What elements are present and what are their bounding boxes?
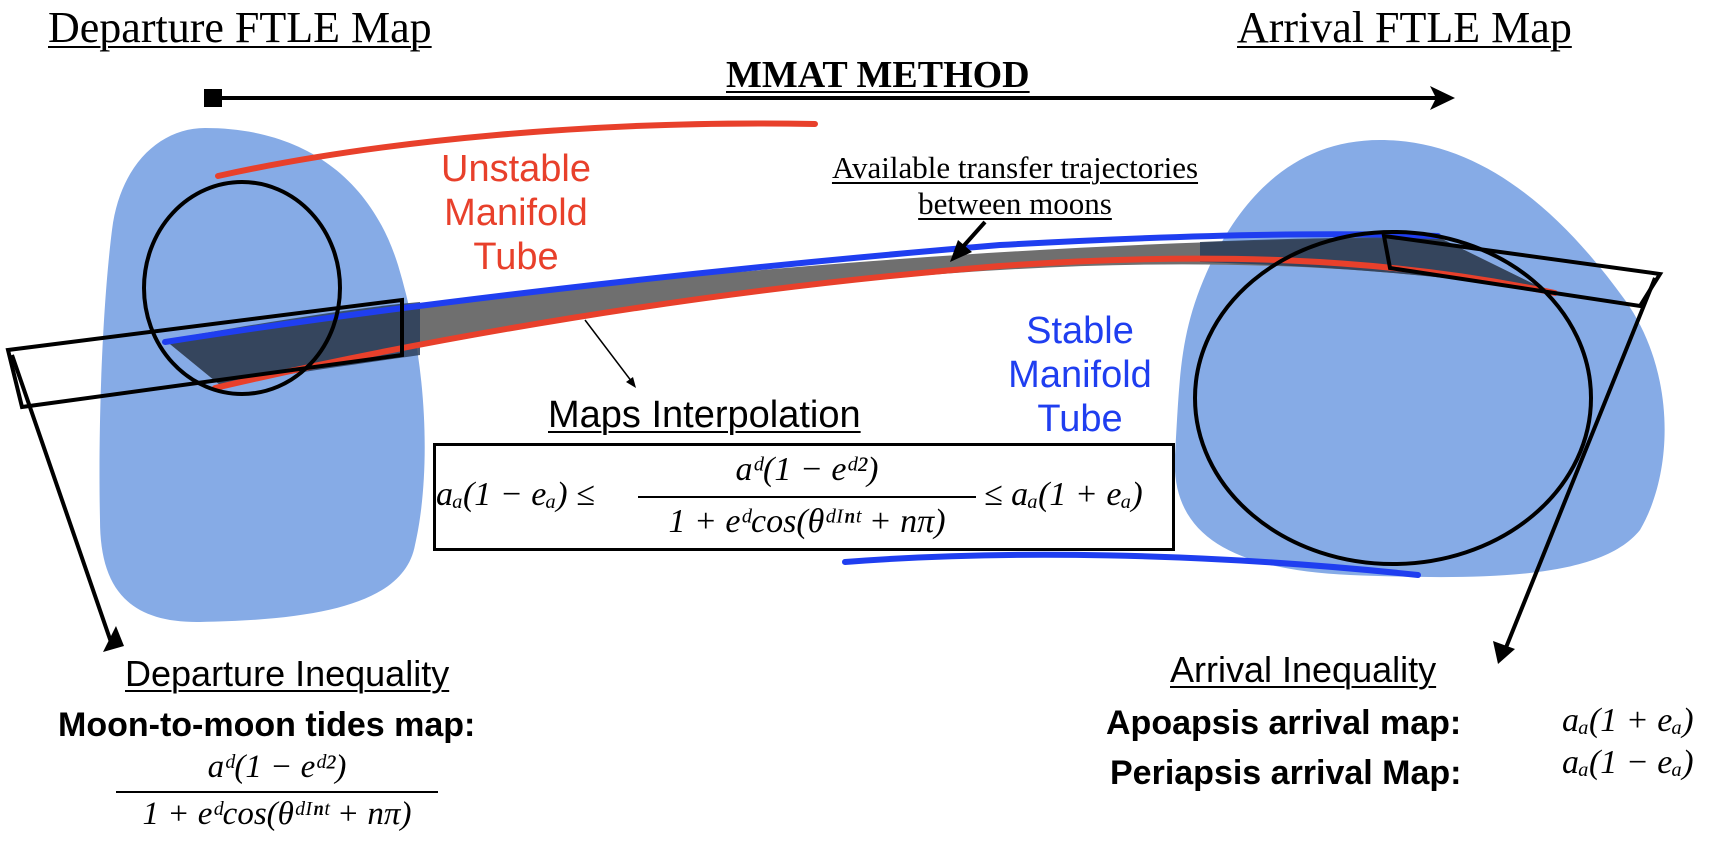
mmat-method-title: MMAT METHOD bbox=[726, 54, 1030, 96]
transfer-band-dark-left bbox=[165, 302, 420, 385]
departure-map-plane bbox=[5, 297, 404, 410]
interpolation-fraction-bar bbox=[638, 495, 976, 498]
maps-interpolation-heading: Maps Interpolation bbox=[548, 394, 861, 436]
arrival-map-plane bbox=[1381, 233, 1664, 309]
departure-denominator: 1 + eᵈcos(θᵈᴵⁿᵗ + nπ) bbox=[142, 795, 412, 832]
interpolation-denominator: 1 + eᵈcos(θᵈᴵⁿᵗ + nπ) bbox=[668, 502, 946, 540]
unstable-manifold-label-line3: Tube bbox=[473, 236, 559, 278]
interpolation-right-bound: ≤ aₐ(1 + eₐ) bbox=[984, 476, 1143, 513]
stable-manifold-stroke-bottom bbox=[842, 551, 1421, 578]
apoapsis-expression: aₐ(1 + eₐ) bbox=[1562, 702, 1694, 739]
stable-manifold-label-line1: Stable bbox=[1026, 310, 1134, 352]
periapsis-map-label: Periapsis arrival Map: bbox=[1110, 754, 1462, 792]
stable-manifold-label-line3: Tube bbox=[1037, 398, 1123, 440]
arrival-moon-ellipse bbox=[1193, 230, 1593, 566]
arrival-projection-line bbox=[1503, 277, 1657, 651]
transfer-trajectories-label-line2: between moons bbox=[918, 186, 1112, 221]
arrival-map-title: Arrival FTLE Map bbox=[1237, 3, 1572, 52]
interpolation-fraction: aᵈ(1 − eᵈ²) 1 + eᵈcos(θᵈᴵⁿᵗ + nπ) bbox=[638, 452, 976, 539]
unstable-manifold-stroke-top bbox=[215, 120, 818, 179]
unstable-manifold-label-line2: Manifold bbox=[444, 192, 588, 234]
unstable-manifold-label-line1: Unstable bbox=[441, 148, 591, 190]
transfer-trajectories-label-line1: Available transfer trajectories bbox=[831, 150, 1199, 185]
departure-numerator: aᵈ(1 − eᵈ²) bbox=[207, 749, 347, 785]
interpolation-pointer-line bbox=[584, 319, 633, 383]
departure-projection-arrowhead bbox=[103, 626, 124, 652]
departure-map-label: Moon-to-moon tides map: bbox=[58, 706, 476, 744]
departure-map-title: Departure FTLE Map bbox=[48, 3, 432, 52]
unstable-manifold-stroke-main bbox=[212, 255, 1558, 391]
departure-projection-line bbox=[10, 354, 114, 646]
departure-moon-circle bbox=[142, 180, 342, 396]
apoapsis-map-label: Apoapsis arrival map: bbox=[1106, 704, 1462, 742]
departure-fraction-bar bbox=[116, 790, 438, 793]
mmat-arrow-head bbox=[1430, 86, 1455, 110]
stable-manifold-label-line2: Manifold bbox=[1008, 354, 1152, 396]
arrival-inequality-heading: Arrival Inequality bbox=[1170, 649, 1437, 690]
arrival-projection-arrowhead bbox=[1493, 641, 1515, 664]
stable-manifold-stroke-main bbox=[162, 231, 1441, 345]
periapsis-expression: aₐ(1 − eₐ) bbox=[1562, 744, 1694, 781]
transfer-pointer-arrowhead bbox=[950, 240, 972, 262]
interpolation-numerator: aᵈ(1 − eᵈ²) bbox=[735, 451, 879, 488]
departure-inequality-heading: Departure Inequality bbox=[125, 653, 450, 694]
interpolation-pointer-arrowhead bbox=[626, 377, 636, 388]
interpolation-inequality-box bbox=[433, 443, 1175, 551]
departure-fraction: aᵈ(1 − eᵈ²) 1 + eᵈcos(θᵈᴵⁿᵗ + nπ) bbox=[116, 750, 438, 831]
interpolation-left-bound: aₐ(1 − eₐ) ≤ bbox=[436, 476, 595, 513]
